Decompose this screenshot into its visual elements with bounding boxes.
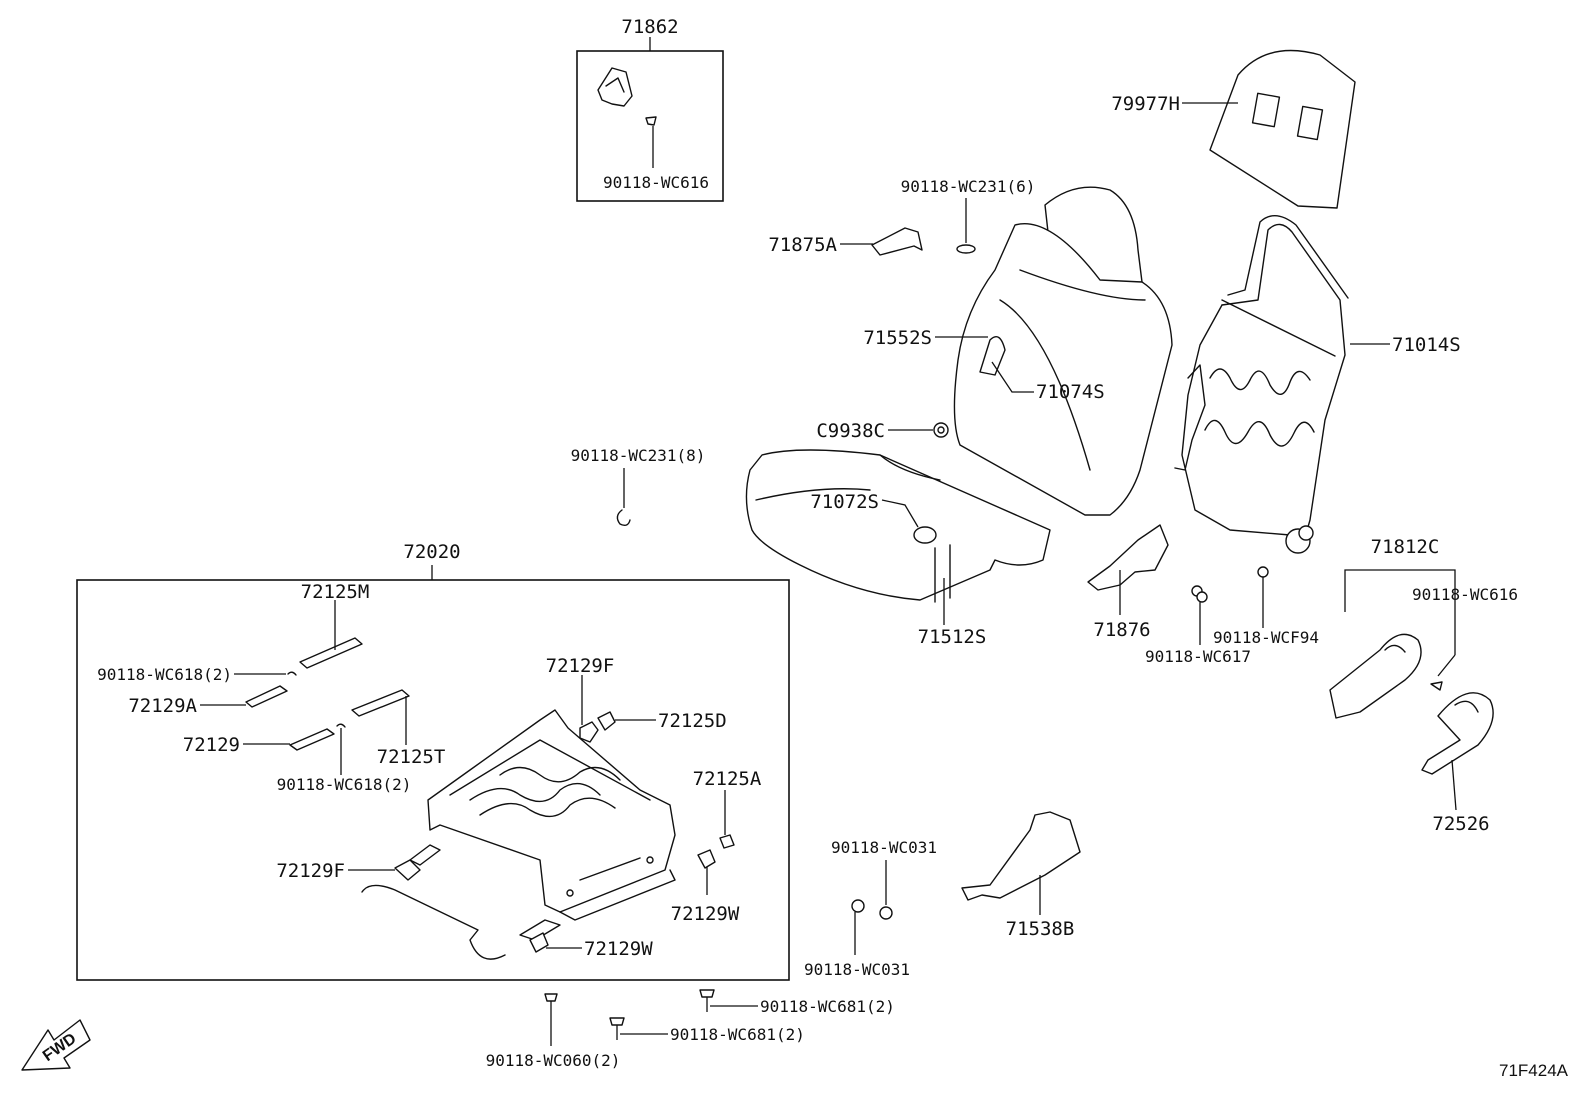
label-C9938C[interactable]: C9938C [816, 420, 885, 442]
label-71812C[interactable]: 71812C [1371, 536, 1440, 558]
knob-72526-shape [1421, 692, 1494, 775]
clip-72125D-icon [597, 711, 616, 731]
label-72526[interactable]: 72526 [1432, 813, 1489, 835]
part-C9938C: C9938C [816, 420, 949, 442]
part-90118-WC681-a: 90118-WC681(2) [699, 989, 895, 1016]
label-72129A[interactable]: 72129A [128, 695, 197, 717]
kit-71862: 71862 90118-WC616 [576, 16, 724, 202]
clip-wc618-bottom-icon [336, 723, 346, 728]
bolt-wc031-a-icon [879, 906, 893, 920]
label-71862[interactable]: 71862 [621, 16, 678, 38]
clip-72129W-bottom-icon [529, 932, 549, 953]
spring-wire-upper [1209, 368, 1311, 395]
label-72125T[interactable]: 72125T [377, 746, 446, 768]
part-71014S: 71014S [1174, 215, 1461, 554]
part-72526: 72526 [1421, 692, 1494, 835]
part-90118-WC681-b: 90118-WC681(2) [609, 1017, 805, 1044]
label-72129W-bottom[interactable]: 72129W [584, 938, 653, 960]
part-90118-WC060: 90118-WC060(2) [486, 993, 621, 1070]
label-90118-WC681-b[interactable]: 90118-WC681(2) [670, 1025, 805, 1044]
bracket-part-71862 [597, 67, 633, 107]
clip-72125A-icon [719, 834, 735, 849]
label-72125M[interactable]: 72125M [301, 581, 370, 603]
clip-72129F-left-icon [394, 859, 421, 881]
screw-wc060-icon [544, 993, 558, 1002]
label-90118-WC616-kit[interactable]: 90118-WC616 [603, 173, 709, 192]
plate-72129 [289, 728, 335, 751]
label-71875A[interactable]: 71875A [768, 234, 837, 256]
label-71512S[interactable]: 71512S [918, 626, 987, 648]
part-90118-WC617: 90118-WC617 [1145, 585, 1251, 666]
rail-72125T [351, 689, 410, 717]
label-90118-WC618-bottom[interactable]: 90118-WC618(2) [277, 775, 412, 794]
adjuster-bar [361, 884, 506, 960]
clip-72129F-top-icon [579, 721, 599, 743]
bracket-71876-shape [1087, 524, 1169, 591]
label-90118-WC616-trim[interactable]: 90118-WC616 [1412, 585, 1518, 604]
label-90118-WC681-a[interactable]: 90118-WC681(2) [760, 997, 895, 1016]
hog-ring-icon [616, 509, 631, 527]
label-71014S[interactable]: 71014S [1392, 334, 1461, 356]
label-72129F-top[interactable]: 72129F [546, 655, 615, 677]
screw-wc681-a-icon [699, 989, 715, 998]
label-71552S[interactable]: 71552S [863, 327, 932, 349]
seat-cushion-shape [745, 449, 1051, 601]
seat-frame-body [427, 709, 676, 913]
reference-code: 71F424A [1499, 1061, 1569, 1080]
label-72020[interactable]: 72020 [403, 541, 460, 563]
seat-frame-box-frame [76, 579, 790, 981]
seat-cushion-assembly: 71072S 71512S [745, 449, 1051, 648]
seat-back-assembly: 90118-WC231(6) 71552S 71074S [863, 177, 1173, 516]
grommet-icon [956, 244, 976, 254]
label-71876[interactable]: 71876 [1093, 619, 1150, 641]
fwd-arrow: FWD [21, 1019, 91, 1071]
label-72129W-right[interactable]: 72129W [671, 903, 740, 925]
label-71072S[interactable]: 71072S [810, 491, 879, 513]
spring-wire-lower [1204, 419, 1315, 447]
clip-72129W-right-icon [697, 849, 716, 869]
rail-72125M [299, 637, 363, 669]
part-90118-WCF94: 90118-WCF94 [1213, 566, 1319, 647]
clip-wc618-top-icon [287, 671, 297, 676]
seat-frame-72020: 72020 72125M 90118-WC618(2) 72129A 72129… [76, 541, 790, 981]
part-71876: 71876 [1087, 524, 1169, 641]
seat-back-cover-shape [953, 223, 1173, 516]
part-90118-WC231-8: 90118-WC231(8) [571, 446, 706, 527]
fwd-arrow-icon [21, 1019, 91, 1071]
label-90118-WC231-8[interactable]: 90118-WC231(8) [571, 446, 706, 465]
part-90118-WC031: 90118-WC031 90118-WC031 [804, 838, 937, 979]
part-79977H: 79977H [1111, 49, 1356, 209]
screw-wc681-b-icon [609, 1017, 625, 1026]
label-90118-WCF94[interactable]: 90118-WCF94 [1213, 628, 1319, 647]
clip-bolt-icon [1257, 566, 1269, 578]
part-71875A: 71875A [768, 227, 923, 256]
label-90118-WC231-6[interactable]: 90118-WC231(6) [901, 177, 1036, 196]
label-90118-WC060[interactable]: 90118-WC060(2) [486, 1051, 621, 1070]
clip-icon [645, 116, 657, 126]
label-72129F-left[interactable]: 72129F [276, 860, 345, 882]
label-71074S[interactable]: 71074S [1036, 381, 1105, 403]
label-79977H[interactable]: 79977H [1111, 93, 1180, 115]
plate-72129A [245, 685, 288, 708]
label-72129[interactable]: 72129 [183, 734, 240, 756]
part-71538B: 71538B [961, 811, 1081, 940]
label-90118-WC031-top[interactable]: 90118-WC031 [831, 838, 937, 857]
label-72125A[interactable]: 72125A [693, 768, 762, 790]
trim-clip-icon [1430, 681, 1443, 691]
trim-group-71812C: 71812C 90118-WC616 [1329, 536, 1518, 719]
bracket-71875A-shape [871, 227, 923, 256]
label-90118-WC617[interactable]: 90118-WC617 [1145, 647, 1251, 666]
label-90118-WC618-top[interactable]: 90118-WC618(2) [97, 665, 232, 684]
trim-cover-inner [1329, 633, 1422, 719]
cover-71538B-shape [961, 811, 1081, 901]
cushion-grommet-icon [913, 526, 937, 544]
headrest-pad-shape [1209, 49, 1356, 209]
label-72125D[interactable]: 72125D [658, 710, 727, 732]
label-71538B[interactable]: 71538B [1006, 918, 1075, 940]
label-90118-WC031-bottom[interactable]: 90118-WC031 [804, 960, 910, 979]
bolt-wc031-b-icon [851, 899, 865, 913]
